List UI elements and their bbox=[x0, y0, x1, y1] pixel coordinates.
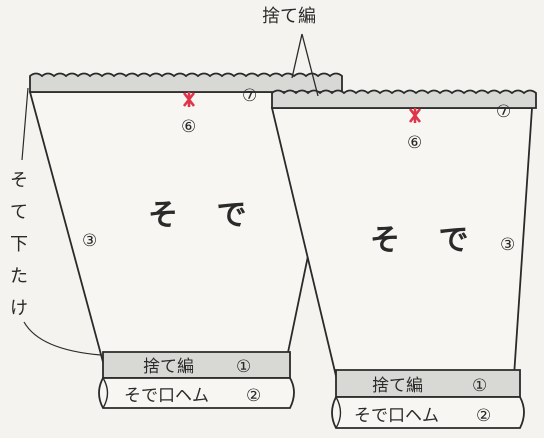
side-label-char-3: 下 bbox=[10, 234, 28, 255]
red-marker-left bbox=[182, 92, 196, 107]
top-waste-label: 捨て編 bbox=[262, 6, 316, 27]
cuff-hem-left bbox=[98, 377, 295, 409]
cuff-hem-label-right: そで口ヘム bbox=[354, 406, 439, 426]
sleeve-piece-right: そ で ③ ⑦ ⑥ 捨て編 ① そで口ヘム ② bbox=[270, 89, 537, 429]
side-measure-line bbox=[21, 87, 29, 161]
sleeve-label-left: そ で bbox=[148, 198, 260, 233]
cuff-hem-num-left: ② bbox=[246, 386, 261, 406]
sleeve-label-right: そ で bbox=[370, 223, 482, 258]
num-mark-left: ⑥ bbox=[181, 117, 196, 137]
cuff-hem-roll-right bbox=[335, 396, 342, 429]
cuff-hem-right bbox=[331, 396, 525, 429]
top-waste-leader bbox=[291, 33, 319, 97]
cuff-waste-num-left: ① bbox=[236, 357, 251, 377]
cuff-hem-num-right: ② bbox=[476, 406, 491, 426]
cuff-waste-band-left bbox=[102, 351, 291, 379]
num-top-left: ⑦ bbox=[242, 86, 257, 106]
side-label-char-1: そ bbox=[10, 170, 28, 191]
sleeve-underarm-label: そ て 下 た け bbox=[10, 170, 28, 319]
num-body-left: ③ bbox=[82, 231, 97, 251]
side-label-char-5: け bbox=[10, 298, 28, 319]
side-leader-line bbox=[23, 321, 102, 356]
top-waste-band-right bbox=[271, 89, 537, 109]
num-mark-right: ⑥ bbox=[407, 133, 422, 153]
num-top-right: ⑦ bbox=[496, 102, 511, 122]
cuff-waste-label-right: 捨て編 bbox=[372, 376, 423, 396]
cuff-hem-label-left: そで口ヘム bbox=[124, 386, 209, 406]
side-label-char-2: て bbox=[10, 202, 28, 223]
side-label-char-4: た bbox=[10, 266, 28, 287]
cuff-waste-band-right bbox=[335, 369, 521, 398]
top-waste-band-left bbox=[29, 72, 343, 93]
num-body-right: ③ bbox=[500, 235, 515, 255]
cuff-waste-label-left: 捨て編 bbox=[143, 357, 194, 377]
cuff-waste-num-right: ① bbox=[472, 376, 487, 396]
cuff-hem-roll-left bbox=[102, 377, 109, 409]
red-marker-right bbox=[408, 108, 422, 123]
